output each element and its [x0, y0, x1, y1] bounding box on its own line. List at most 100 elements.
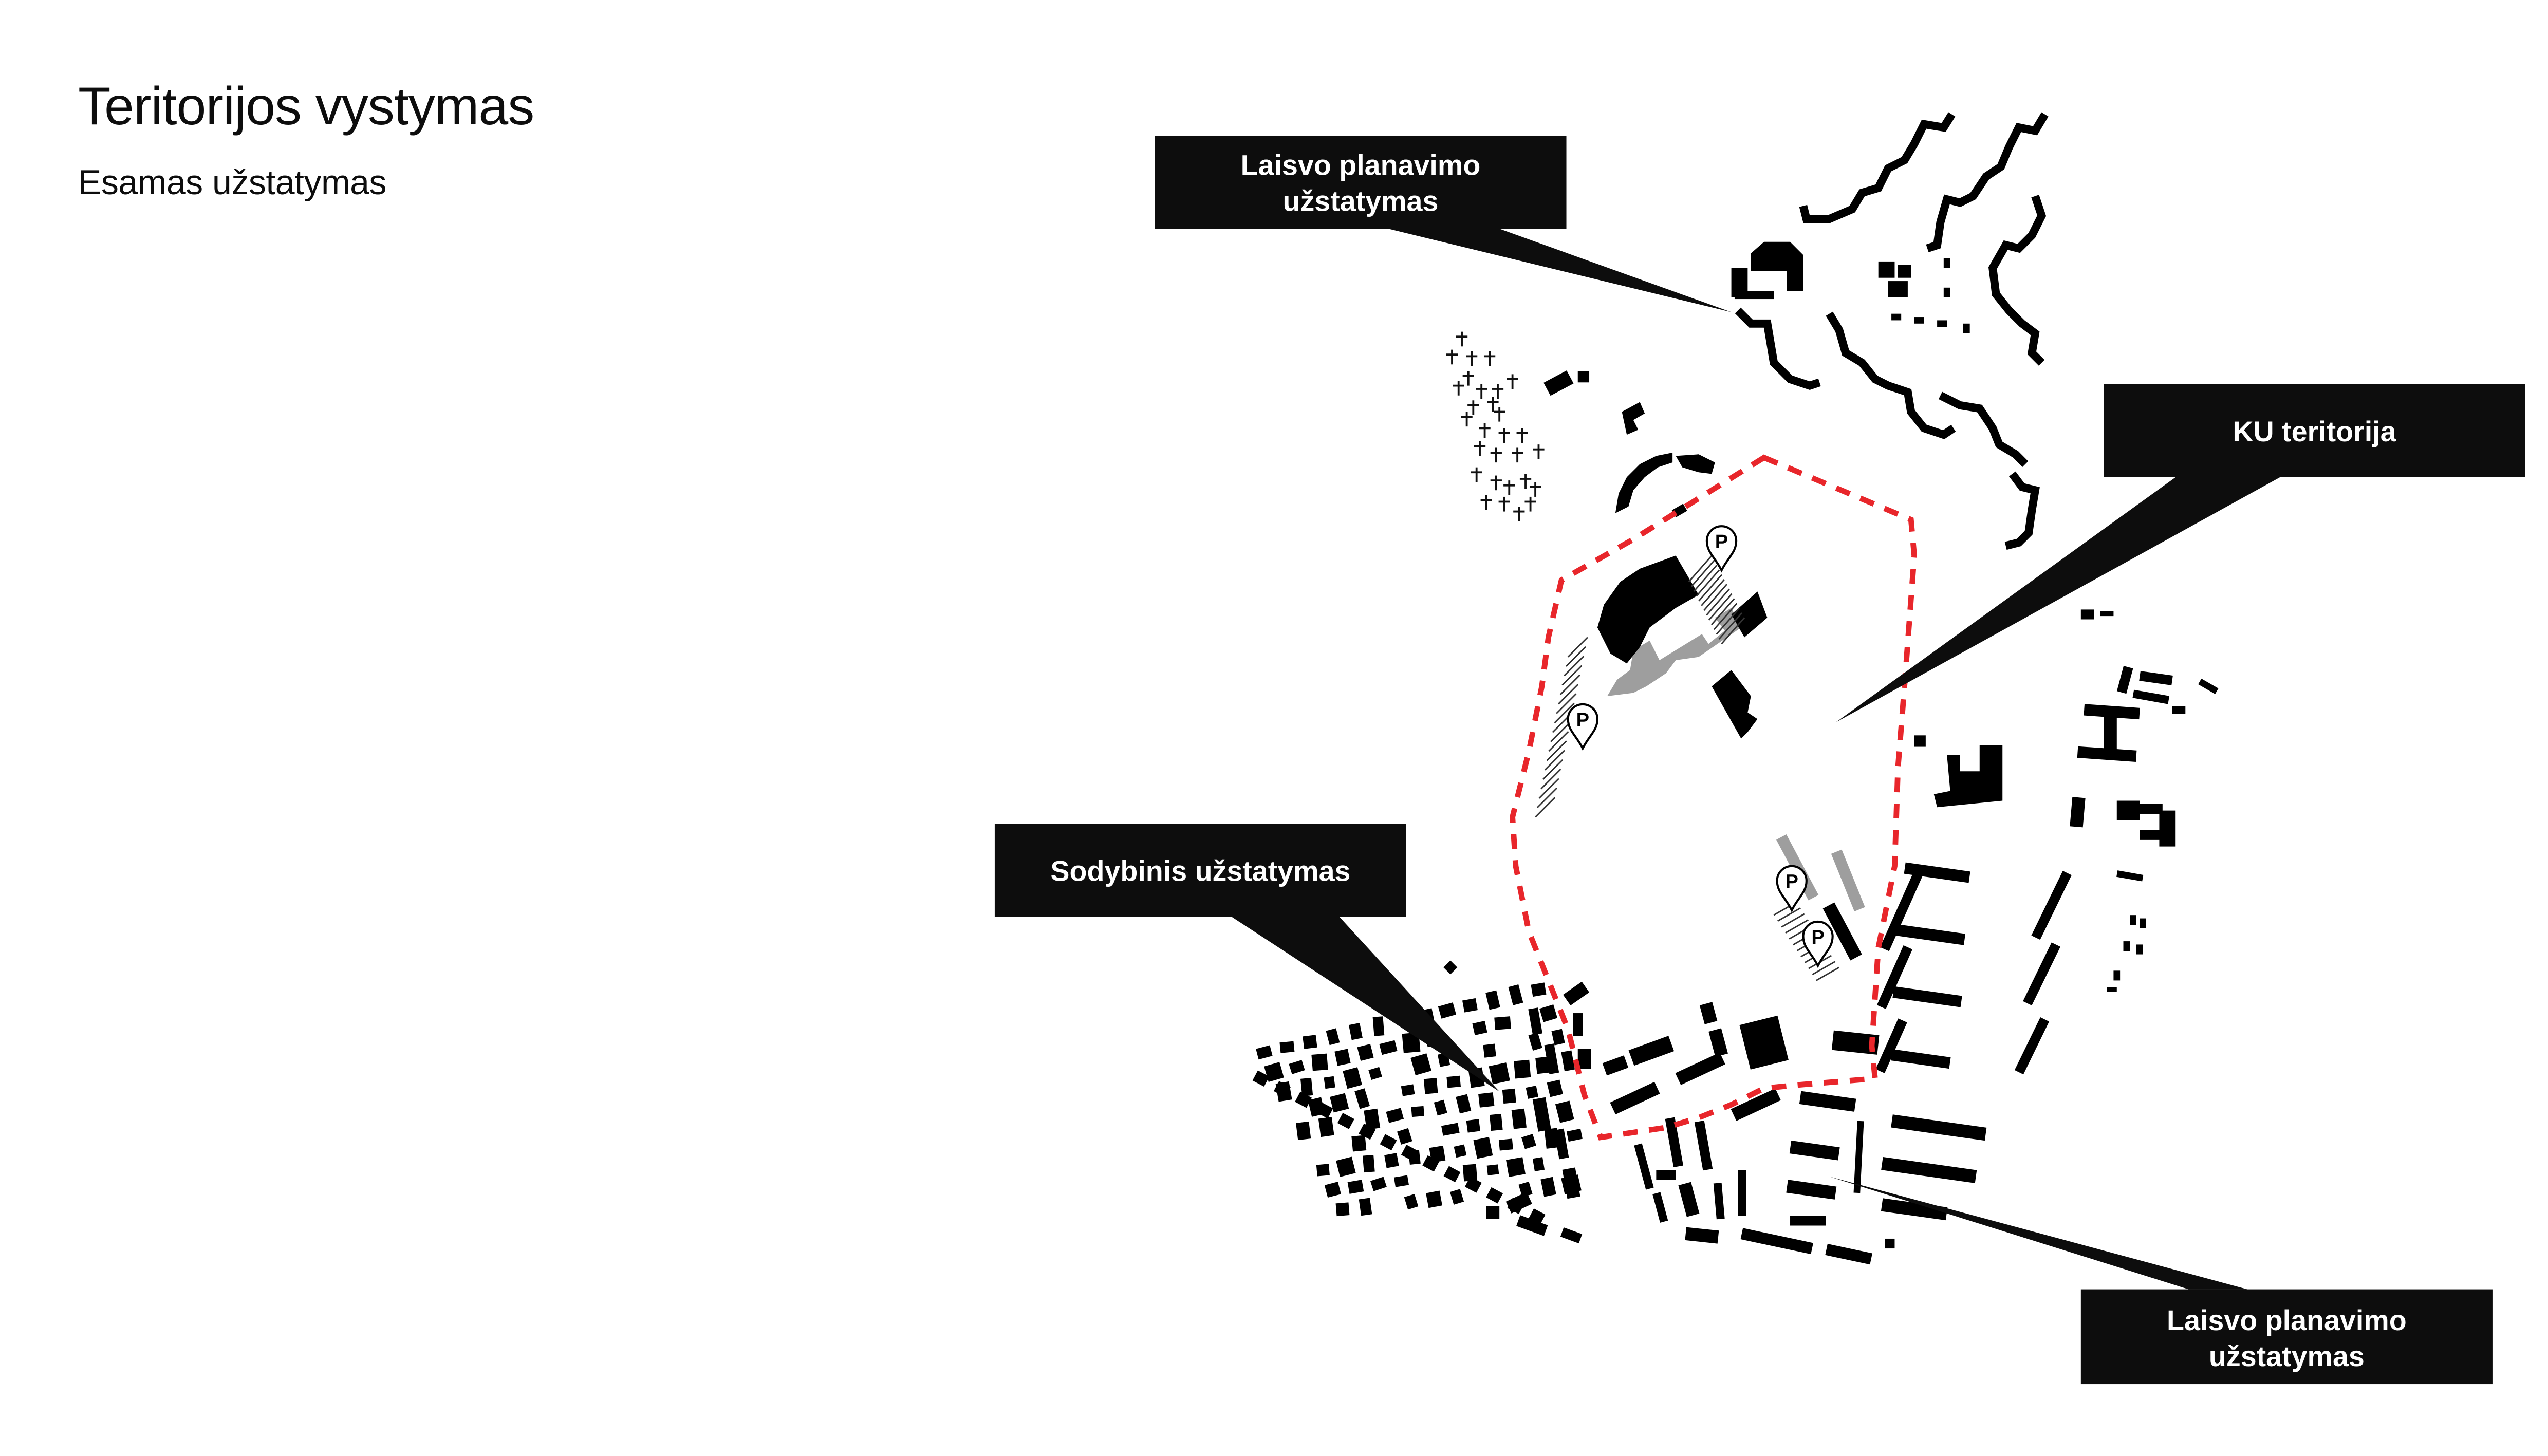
callout-label: KU teritorija — [2233, 416, 2396, 447]
building — [1665, 1117, 1683, 1167]
page-subtitle: Esamas užstatymas — [78, 163, 386, 202]
building — [1357, 1043, 1374, 1061]
hatch-line — [1565, 646, 1587, 667]
building — [1410, 1053, 1431, 1076]
hatch-line — [1538, 778, 1559, 799]
hatch-line — [1781, 913, 1805, 928]
hatch-line — [1540, 769, 1561, 790]
building — [1539, 1004, 1558, 1022]
callout-box — [1155, 135, 1567, 229]
building — [1740, 1228, 1813, 1255]
cross-icon — [1513, 507, 1525, 521]
hatch-line — [1701, 578, 1725, 606]
building — [1443, 960, 1458, 975]
building — [2139, 671, 2173, 685]
hatch-line — [1812, 961, 1836, 976]
building — [1891, 1114, 1987, 1141]
building — [1831, 1030, 1880, 1055]
building — [1411, 1106, 1425, 1117]
hatch-line — [1557, 684, 1579, 705]
building — [1963, 323, 1970, 333]
building — [1699, 1002, 1718, 1024]
building — [1881, 1156, 1977, 1183]
cross-icon — [1516, 428, 1528, 443]
building — [1560, 1227, 1583, 1244]
parking-pin-icon: P — [1776, 865, 1808, 913]
cross-icon — [1524, 496, 1536, 512]
hatch-line — [1698, 574, 1723, 602]
building — [1316, 1102, 1333, 1119]
callout-label: Sodybinis užstatymas — [1050, 855, 1350, 887]
parking-hatch — [1535, 637, 1588, 818]
callout-homestead: Sodybinis užstatymas — [994, 824, 1500, 1092]
building — [1462, 1164, 1478, 1182]
building — [2140, 804, 2163, 814]
building — [1472, 1020, 1487, 1035]
building — [1713, 1183, 1725, 1220]
callout-north-free-planning: Laisvo planavimo užstatymas — [1155, 135, 1732, 312]
building — [1880, 872, 1923, 951]
building — [2132, 689, 2170, 704]
building — [1506, 1157, 1526, 1177]
building — [1566, 1128, 1583, 1142]
callout-pointer — [1829, 1177, 2248, 1290]
building — [1528, 1007, 1542, 1035]
building — [2107, 987, 2117, 992]
hatch-line — [1542, 759, 1564, 780]
building — [1597, 555, 1699, 664]
building — [1335, 1202, 1350, 1217]
hatch-line — [1535, 797, 1556, 818]
building — [1602, 1055, 1629, 1076]
forest-edge-line — [1826, 311, 1956, 439]
building — [2100, 611, 2114, 617]
building — [1622, 402, 1645, 435]
building — [1379, 1040, 1398, 1055]
building — [1498, 1138, 1513, 1151]
building — [1422, 1155, 1440, 1172]
building — [1943, 287, 1950, 297]
building — [1562, 1167, 1580, 1199]
building — [1252, 1070, 1270, 1087]
parking-pin-icon: P — [1802, 920, 1834, 968]
building — [1359, 1123, 1376, 1140]
building — [1551, 1029, 1565, 1046]
building — [1303, 1035, 1317, 1049]
building — [1577, 1049, 1591, 1069]
callout-box — [2104, 384, 2525, 477]
callout-label: Laisvo planavimo — [1241, 149, 1481, 181]
building — [1486, 1206, 1500, 1219]
building — [1751, 241, 1803, 291]
building — [1853, 1121, 1864, 1193]
building — [1532, 1097, 1551, 1132]
building — [2130, 915, 2136, 925]
north-buildings — [1731, 241, 1970, 333]
building — [1372, 1016, 1385, 1036]
hatch-line — [1710, 598, 1735, 625]
cross-icon — [1453, 381, 1464, 396]
building — [1486, 1187, 1503, 1204]
slab-buildings — [1875, 862, 2072, 1075]
hatch-line — [1688, 555, 1713, 583]
building — [1531, 982, 1547, 997]
cross-icon — [1487, 397, 1499, 412]
building — [2172, 706, 2186, 714]
cross-icon — [1479, 423, 1491, 438]
building — [1368, 1067, 1382, 1080]
forest-edges — [1735, 112, 2049, 550]
building — [2116, 800, 2140, 820]
building — [1528, 1032, 1542, 1051]
building — [1397, 1128, 1412, 1145]
south-buildings — [1563, 981, 1987, 1265]
building — [1318, 1116, 1334, 1137]
building — [1904, 862, 1970, 883]
cross-icon — [1492, 384, 1504, 399]
cross-icon — [1503, 480, 1515, 495]
building — [1628, 1036, 1675, 1066]
callout-label: Laisvo planavimo — [2167, 1304, 2407, 1336]
cross-icon — [1461, 412, 1473, 427]
cross-icon — [1471, 467, 1482, 482]
building — [1370, 1177, 1387, 1191]
hatch-line — [1706, 588, 1730, 616]
building — [1402, 1032, 1421, 1053]
